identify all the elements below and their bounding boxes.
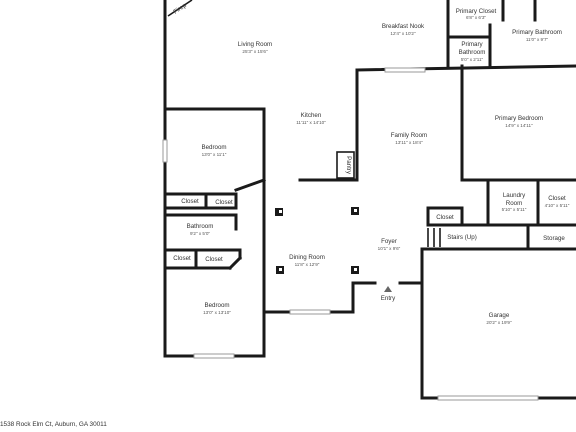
stairs (427, 228, 441, 247)
room-size-dining-room: 11'8" x 12'9" (295, 262, 320, 267)
closet-label-foyer: Closet (436, 214, 454, 221)
entry-arrow-icon (384, 286, 392, 292)
closet-label-a: Closet (181, 198, 199, 205)
room-size-garage: 20'2" x 19'9" (486, 320, 512, 325)
room-name-garage: Garage (489, 312, 510, 319)
room-name-closet-laundry: Closet (548, 195, 566, 202)
room-name-foyer: Foyer (381, 238, 397, 245)
entry-label: Entry (381, 295, 396, 302)
room-name-living-room: Living Room (238, 41, 272, 48)
room-size-laundry: 5'10" x 5'11" (502, 207, 527, 212)
pantry-label: Pantry (345, 156, 352, 175)
room-name-primary-bathroom-small-1: Primary (461, 41, 483, 48)
closet-label-b: Closet (215, 199, 233, 206)
room-size-kitchen: 11'11" x 14'10" (296, 120, 326, 125)
room-name-laundry-2: Room (506, 200, 523, 207)
room-name-bathroom: Bathroom (187, 223, 214, 230)
storage-label: Storage (543, 235, 565, 242)
stairs-label: Stairs (Up) (447, 234, 477, 241)
room-name-primary-bedroom: Primary Bedroom (495, 115, 543, 122)
room-name-primary-bathroom-small-2: Bathroom (459, 49, 486, 56)
windows (162, 67, 539, 401)
room-size-foyer: 10'1" x 9'6" (378, 246, 401, 251)
room-name-dining-room: Dining Room (289, 254, 325, 261)
fireplace-wall (167, 0, 193, 17)
room-size-primary-bathroom-small: 5'0" x 2'11" (461, 57, 484, 62)
room-size-primary-bathroom: 11'0" x 9'7" (526, 37, 549, 42)
room-name-kitchen: Kitchen (301, 112, 322, 119)
room-name-breakfast-nook: Breakfast Nook (382, 23, 425, 30)
room-size-family-room: 13'11" x 18'4" (395, 140, 423, 145)
room-size-bedroom-1: 13'0" x 11'1" (202, 152, 227, 157)
columns (275, 207, 359, 274)
property-address: 1538 Rock Elm Ct, Auburn, GA 30011 (0, 421, 107, 428)
room-name-bedroom-1: Bedroom (201, 144, 226, 151)
room-size-breakfast-nook: 12'4" x 10'2" (390, 31, 416, 36)
closet-label-d: Closet (205, 256, 223, 263)
room-name-bedroom-2: Bedroom (204, 302, 229, 309)
room-name-family-room: Family Room (391, 132, 427, 139)
room-size-bedroom-2: 13'0" x 13'10" (203, 310, 231, 315)
room-name-primary-closet: Primary Closet (456, 8, 497, 15)
room-size-closet-laundry: 4'10" x 5'11" (545, 203, 570, 208)
room-size-bathroom: 9'2" x 5'0" (190, 231, 210, 236)
closet-label-c: Closet (173, 255, 191, 262)
pantry-box (336, 151, 355, 179)
room-size-primary-closet: 6'8" x 6'3" (466, 15, 486, 20)
room-labels: Living Room 25'3" x 15'6" Breakfast Nook… (172, 2, 569, 325)
room-name-primary-bathroom: Primary Bathroom (512, 29, 562, 36)
room-name-laundry-1: Laundry (503, 192, 526, 199)
room-size-primary-bedroom: 14'9" x 14'11" (505, 123, 533, 128)
room-size-living-room: 25'3" x 15'6" (242, 49, 268, 54)
